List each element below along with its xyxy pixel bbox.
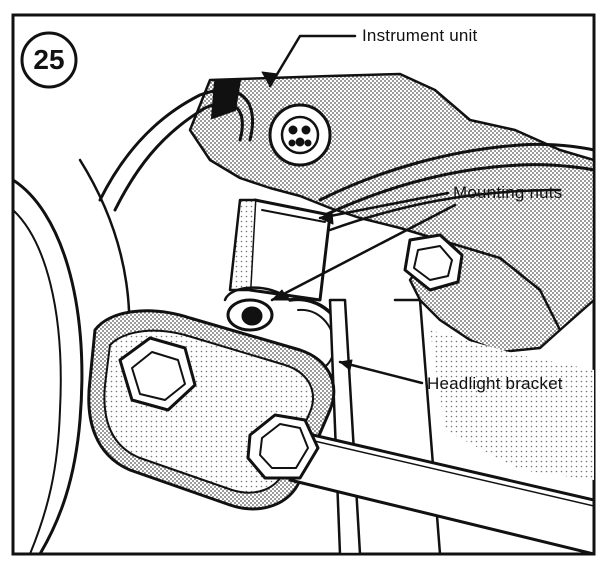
- label-instrument-unit: Instrument unit: [362, 26, 478, 45]
- wire-cable-right: [318, 142, 594, 202]
- label-mounting-nuts: Mounting nuts: [453, 183, 563, 202]
- bracket-plate: [248, 198, 332, 302]
- leader-instrument-unit: [268, 34, 357, 88]
- lower-shading: [430, 330, 594, 480]
- leader-headlight-bracket: [338, 360, 424, 385]
- left-panel-edge: [13, 178, 84, 554]
- leader-mounting-nuts-2: [270, 203, 457, 302]
- leader-mounting-nuts-1: [318, 191, 450, 220]
- step-number: 25: [33, 44, 65, 75]
- wire-upper-left: [98, 88, 255, 202]
- step-badge: [20, 31, 78, 89]
- label-headlight-bracket: Headlight bracket: [427, 374, 563, 393]
